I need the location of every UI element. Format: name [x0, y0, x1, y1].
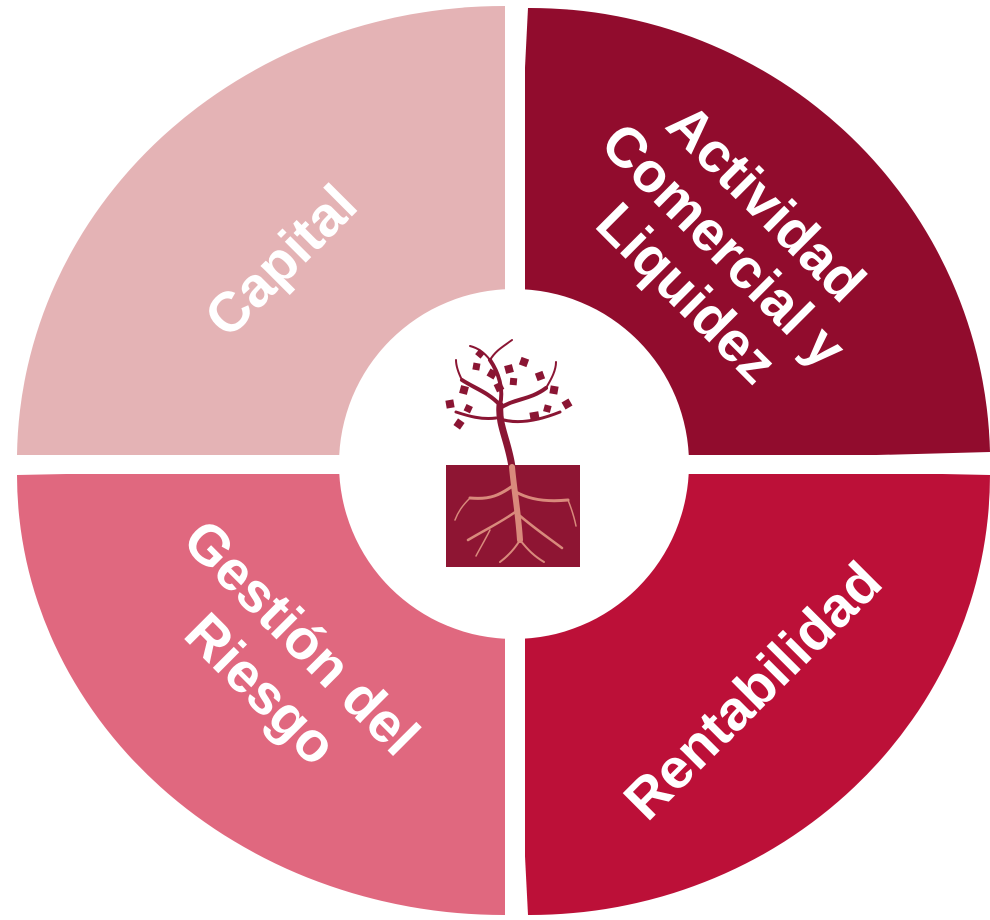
tree-with-roots-icon: [445, 339, 580, 567]
